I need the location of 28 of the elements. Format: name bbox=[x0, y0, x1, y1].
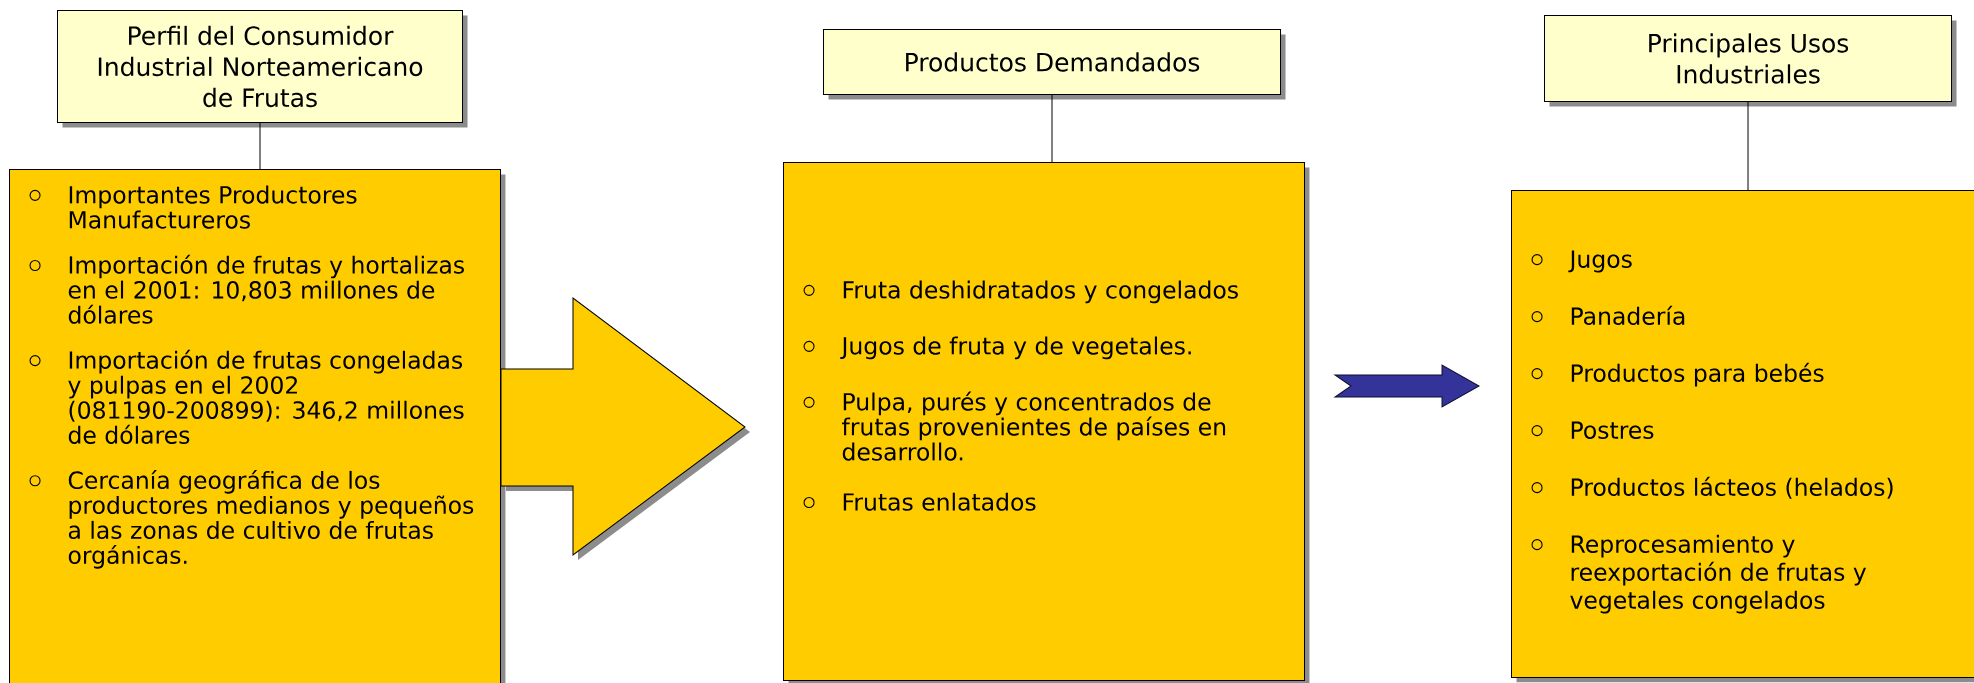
title-box bbox=[1544, 15, 1957, 107]
bullet-item: Fruta deshidratados y congelados bbox=[803, 280, 1238, 304]
bullet-item: Postres bbox=[1531, 421, 1654, 439]
connector-line bbox=[259, 122, 261, 170]
list-box bbox=[1511, 190, 1974, 683]
bullet-item: Importantes Productores Manufactureros bbox=[29, 185, 357, 229]
connector-line bbox=[1051, 94, 1053, 163]
bullet-item: Cercanía geográfica de los productores medianos y pequeños a las zonas de cultivo de frutas orgánicas. bbox=[29, 469, 474, 569]
title-box bbox=[823, 29, 1286, 100]
bullet-item: Jugos bbox=[1531, 250, 1632, 273]
bullet-item: Importación de frutas congeladas y pulpas en el 2002 (081190-200899): 346,2 millones de dólares bbox=[29, 349, 464, 444]
list-box bbox=[783, 162, 1310, 683]
title-text: Perfil del Consumidor Industrial Norteamericano de Frutas bbox=[98, 25, 423, 108]
bullet-item: Pulpa, purés y concentrados de frutas provenientes de países en desarrollo. bbox=[803, 391, 1226, 461]
block-arrow bbox=[1334, 364, 1480, 408]
title-box bbox=[57, 10, 468, 128]
connector-line bbox=[1747, 101, 1749, 191]
title-text: Productos Demandados bbox=[906, 52, 1200, 72]
bullet-item: Reprocesamiento y reexportación de frutas y vegetales congelados bbox=[1531, 534, 1867, 614]
bullet-item: Importación de frutas y hortalizas en el 2001: 10,803 millones de dólares bbox=[29, 254, 464, 324]
bullet-item: Jugos de fruta y de vegetales. bbox=[803, 336, 1191, 360]
title-text: Principales Usos Industriales bbox=[1649, 33, 1849, 84]
bullet-item: Panadería bbox=[1531, 305, 1685, 325]
bullet-item: Frutas enlatados bbox=[803, 492, 1036, 511]
list-box bbox=[9, 169, 506, 683]
bullet-item: Productos lácteos (helados) bbox=[1531, 476, 1893, 499]
block-arrow bbox=[500, 297, 750, 560]
bullet-item: Productos para bebés bbox=[1531, 362, 1824, 387]
